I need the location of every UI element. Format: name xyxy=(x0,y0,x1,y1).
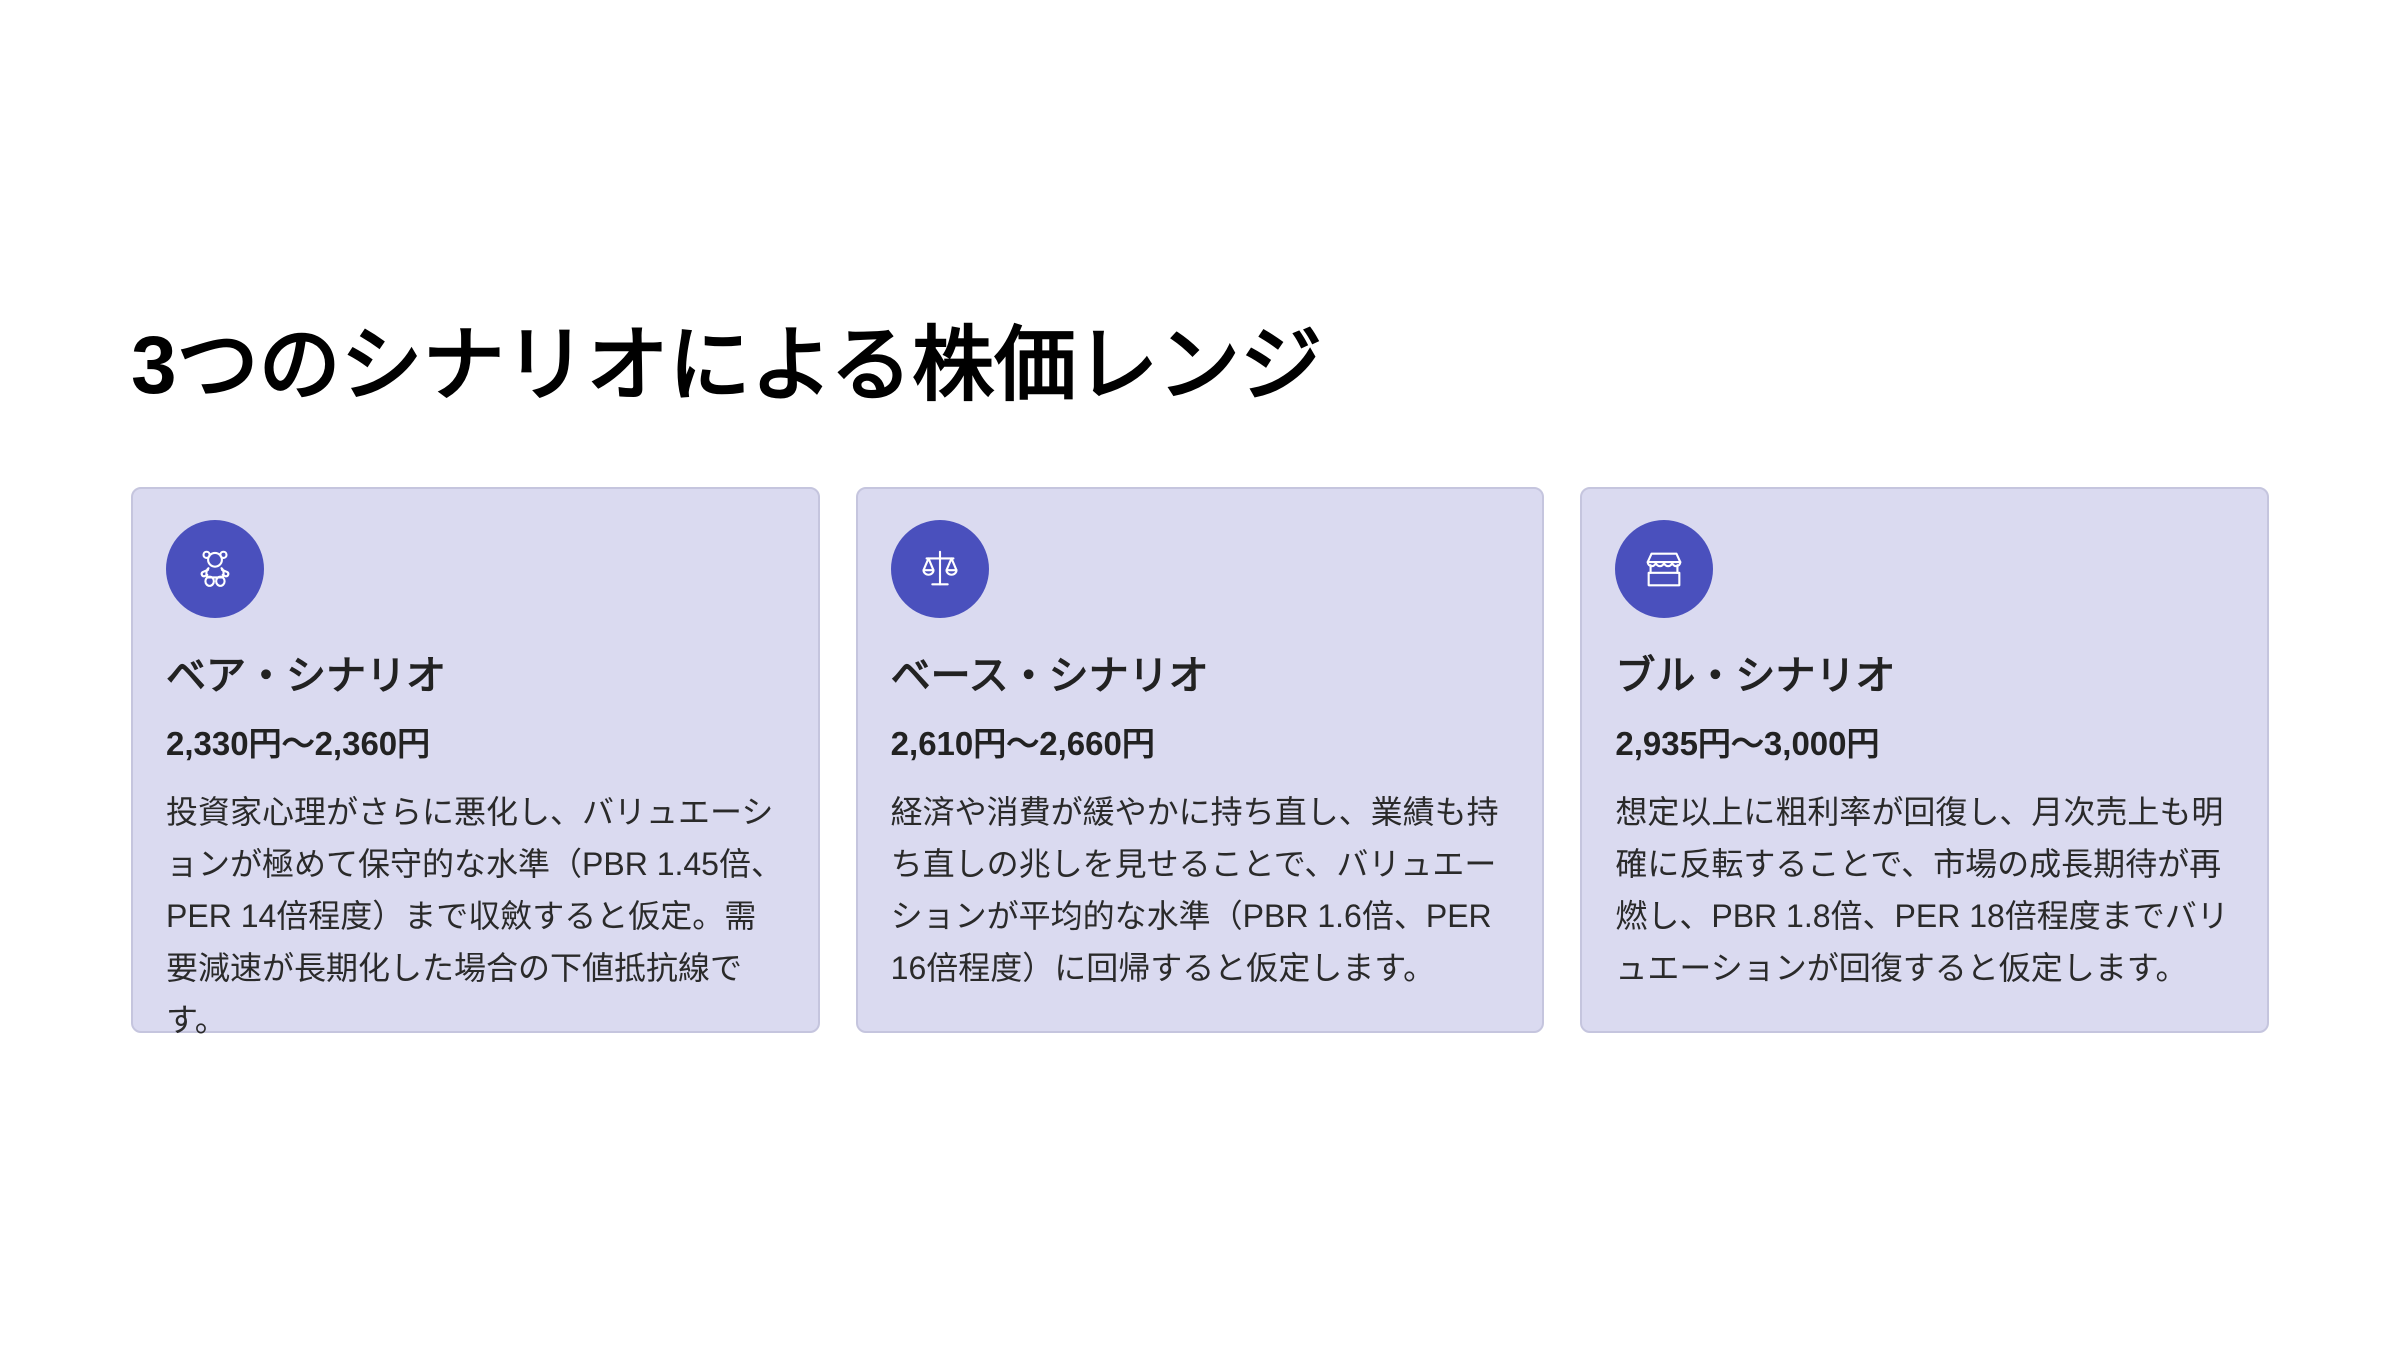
base-scenario-card: ベース・シナリオ 2,610円〜2,660円 経済や消費が緩やかに持ち直し、業績… xyxy=(855,487,1545,1033)
storefront-icon xyxy=(1646,552,1682,587)
bull-scenario-card: ブル・シナリオ 2,935円〜3,000円 想定以上に粗利率が回復し、月次売上も… xyxy=(1580,487,2270,1033)
scenario-cards: ベア・シナリオ 2,330円〜2,360円 投資家心理がさらに悪化し、バリュエー… xyxy=(131,487,2270,1038)
scales-icon xyxy=(922,550,958,586)
scenario-description: 投資家心理がさらに悪化し、バリュエーションが極めて保守的な水準（PBR 1.45… xyxy=(166,794,783,1038)
teddy-bear-icon xyxy=(200,550,230,587)
base-icon-badge xyxy=(890,520,989,618)
price-range: 2,330円〜2,360円 xyxy=(166,725,431,762)
scenario-title: ブル・シナリオ xyxy=(1615,654,1896,698)
scenario-title: ベア・シナリオ xyxy=(166,654,446,698)
page-title: 3つのシナリオによる株価レンジ xyxy=(131,320,1323,411)
price-range: 2,935円〜3,000円 xyxy=(1615,725,1880,762)
price-range: 2,610円〜2,660円 xyxy=(890,725,1155,762)
bull-icon-badge xyxy=(1615,520,1714,618)
scenario-description: 経済や消費が緩やかに持ち直し、業績も持ち直しの兆しを見せることで、バリュエーショ… xyxy=(890,794,1499,986)
bear-icon-badge xyxy=(166,520,264,618)
bear-scenario-card: ベア・シナリオ 2,330円〜2,360円 投資家心理がさらに悪化し、バリュエー… xyxy=(131,487,820,1038)
scenario-description: 想定以上に粗利率が回復し、月次売上も明確に反転することで、市場の成長期待が再燃し… xyxy=(1615,794,2229,986)
scenario-title: ベース・シナリオ xyxy=(890,654,1209,698)
